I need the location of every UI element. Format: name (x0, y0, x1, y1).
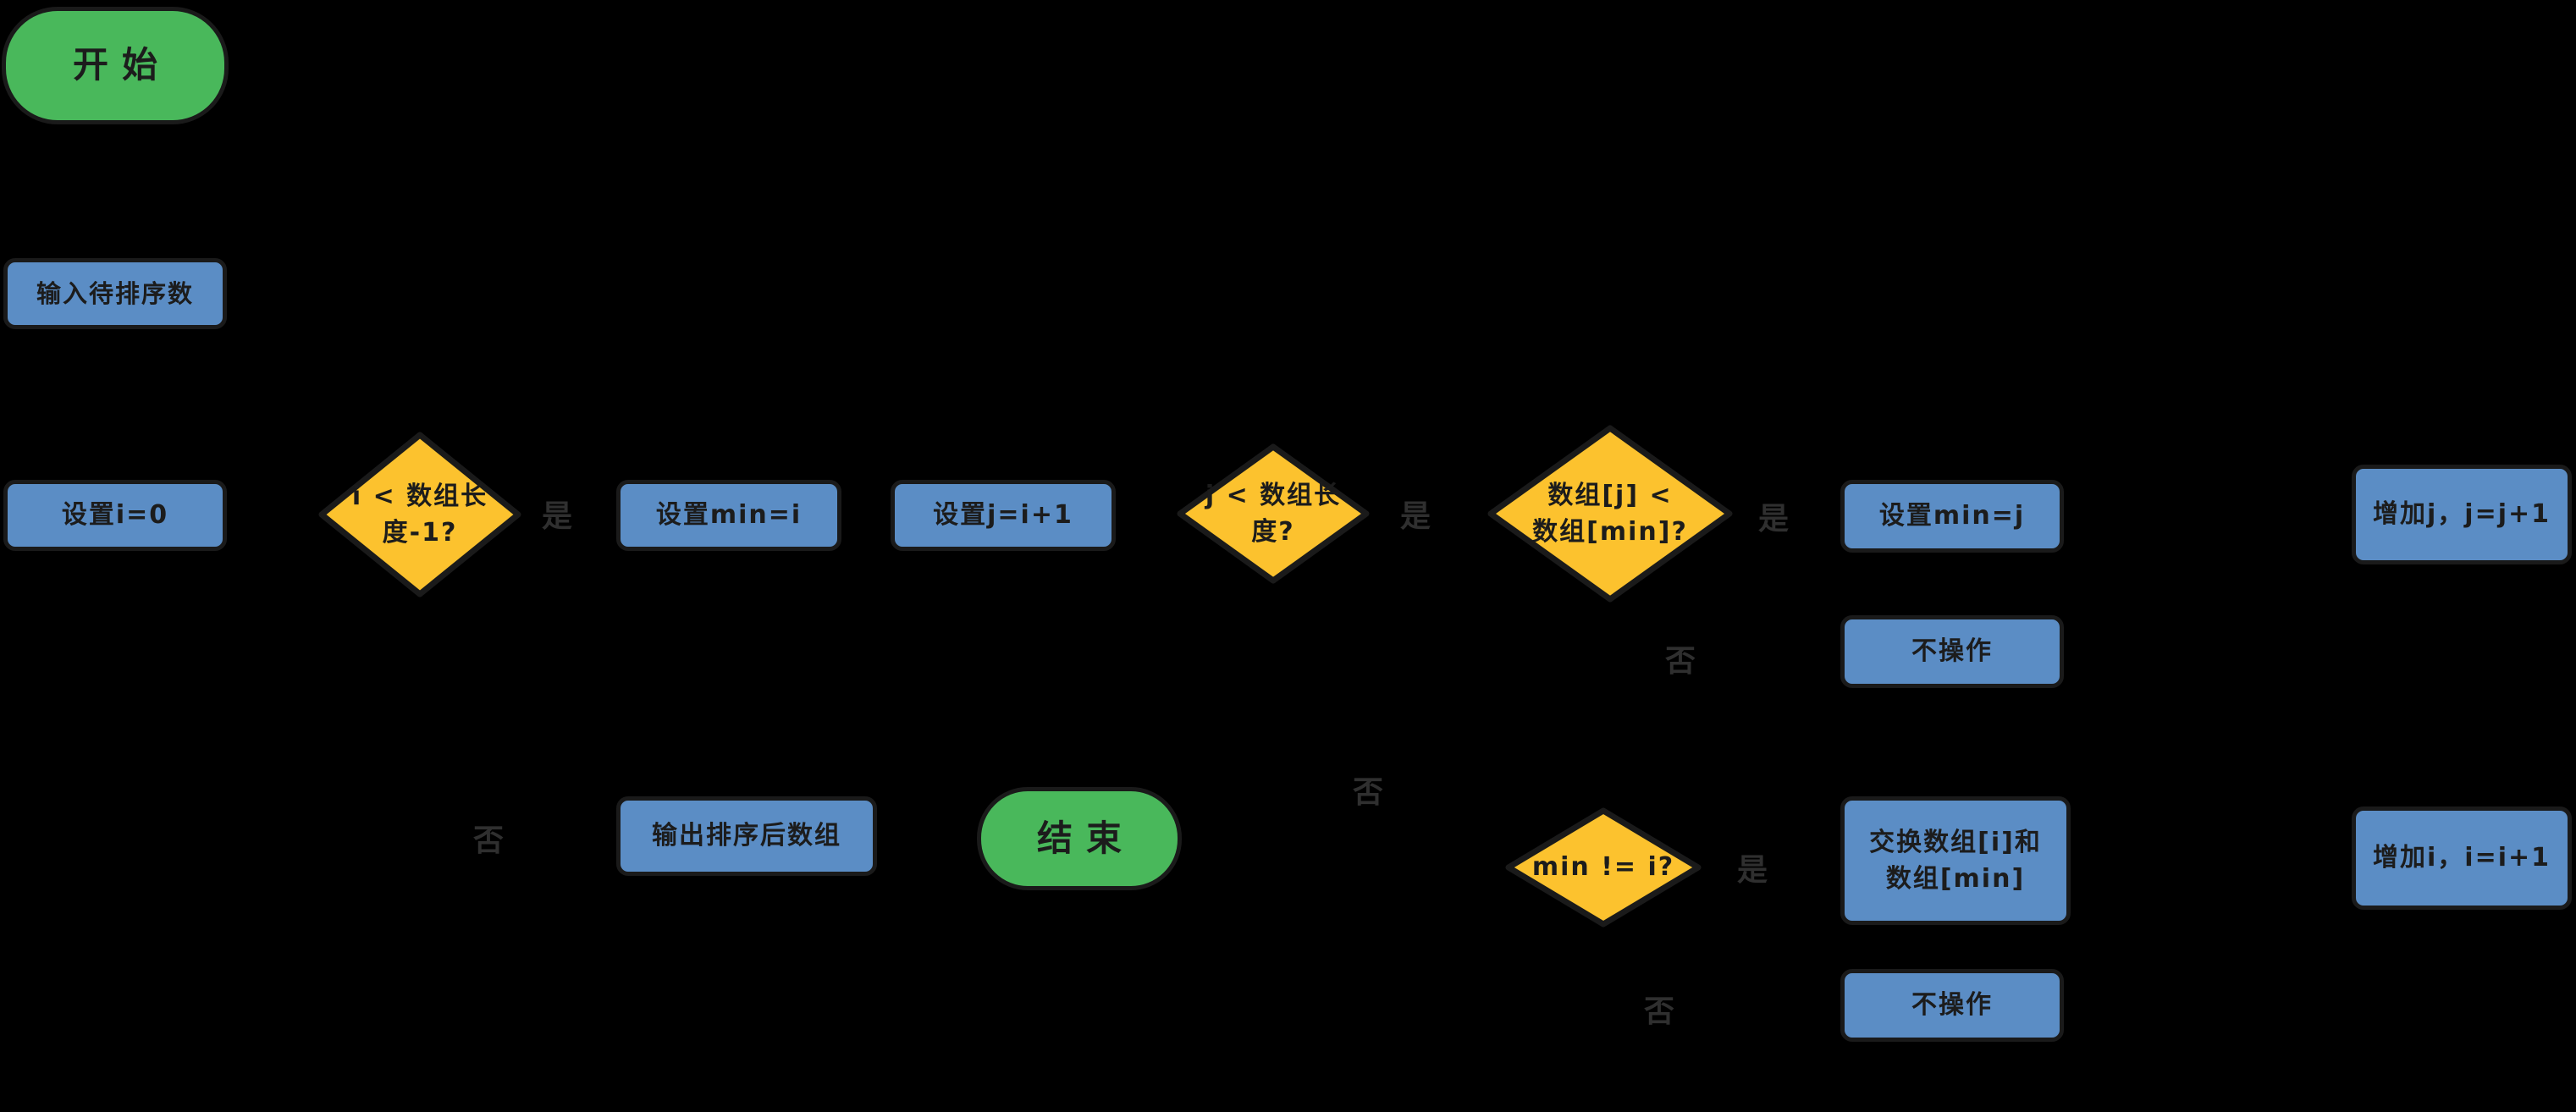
node-set-min-i: 设置min=i (616, 480, 841, 551)
node-label-noop-inner: 不操作 (1911, 636, 1993, 667)
diamond-shape (1177, 443, 1370, 584)
edge-label-yes-check-i: 是 (541, 499, 573, 534)
node-check-min-neq-i: min != i? (1503, 806, 1703, 929)
node-label-output-sorted: 输出排序后数组 (652, 821, 841, 851)
diamond-shape (318, 432, 521, 597)
node-label-swap-array: 交换数组[i]和 数组[min] (1869, 827, 2042, 895)
edge-label-no-check-i: 否 (472, 823, 505, 858)
node-output-sorted: 输出排序后数组 (616, 796, 877, 876)
node-label-inc-i: 增加i，i=i+1 (2373, 843, 2551, 873)
diamond-shape (1487, 425, 1733, 603)
edge-label-yes-check-min: 是 (1736, 853, 1768, 888)
edge-label-no-check-min: 否 (1643, 994, 1675, 1029)
node-label-set-j-i-plus-1: 设置j=i+1 (933, 500, 1073, 531)
node-label-inc-j: 增加j，j=j+1 (2373, 499, 2551, 530)
node-set-i-0: 设置i=0 (3, 480, 227, 551)
edge-label-no-check-array: 否 (1664, 644, 1696, 679)
node-set-j-i-plus-1: 设置j=i+1 (891, 480, 1116, 551)
node-check-i-length: i < 数组长 度-1? (317, 430, 523, 599)
node-label-check-min-neq-i: min != i? (1531, 852, 1675, 883)
node-label-input-array: 输入待排序数 (36, 278, 194, 308)
node-label-set-min-j: 设置min=j (1878, 501, 2026, 531)
node-noop-inner: 不操作 (1840, 615, 2064, 688)
node-label-check-array-j-lt-min: 数组[j] < 数组[min]? (1532, 480, 1688, 548)
edge-label-yes-check-j: 是 (1399, 499, 1431, 534)
node-label-set-i-0: 设置i=0 (61, 500, 169, 531)
node-label-check-i-length: i < 数组长 度-1? (351, 481, 488, 548)
node-swap-array: 交换数组[i]和 数组[min] (1840, 796, 2071, 925)
diamond-shape (1505, 807, 1702, 928)
node-check-array-j-lt-min: 数组[j] < 数组[min]? (1486, 423, 1735, 604)
node-label-noop-outer: 不操作 (1911, 990, 1993, 1021)
node-label-set-min-i: 设置min=i (655, 500, 803, 531)
node-noop-outer: 不操作 (1840, 969, 2064, 1042)
node-inc-j: 增加j，j=j+1 (2352, 465, 2572, 564)
node-check-j-length: j < 数组长 度? (1175, 442, 1371, 586)
node-end: 结束 (977, 787, 1182, 890)
node-inc-i: 增加i，i=i+1 (2352, 806, 2572, 910)
edge-label-yes-check-array: 是 (1757, 502, 1790, 537)
node-set-min-j: 设置min=j (1840, 480, 2064, 553)
edge-label-no-check-j: 否 (1352, 775, 1384, 810)
node-input-array: 输入待排序数 (3, 258, 227, 329)
node-start: 开始 (2, 7, 229, 124)
node-label-start: 开始 (72, 44, 171, 86)
node-label-end: 结束 (1036, 817, 1135, 859)
node-label-check-j-length: j < 数组长 度? (1205, 480, 1342, 548)
